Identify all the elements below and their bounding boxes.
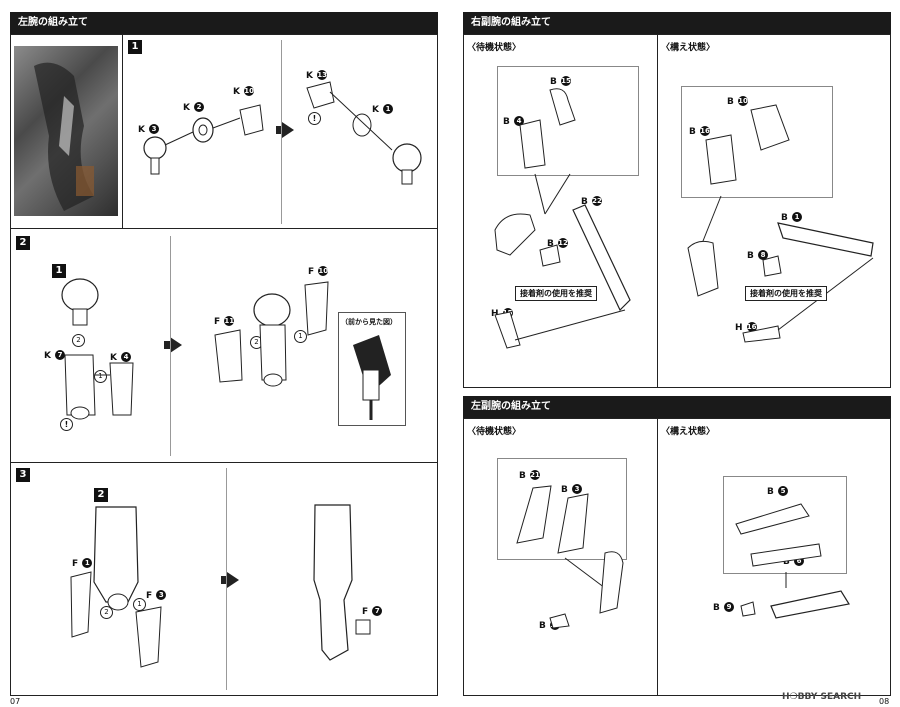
step-arrow	[170, 337, 182, 353]
label-k10: K 10	[233, 86, 255, 97]
label-f3: F 3	[146, 590, 167, 601]
front-view-caption: （前から見た図）	[341, 318, 397, 326]
left-frame	[10, 34, 438, 696]
label-b6: B 6	[783, 556, 804, 567]
lower-ready-assembly-illustration	[740, 590, 850, 619]
label-k13: K 13	[306, 70, 328, 81]
right-page: 右副腕の組み立て 〈待機状態〉 〈構え状態〉 B 15 B 4 B 22 B 1…	[455, 0, 900, 707]
step-2-number: 2	[16, 236, 30, 250]
step-arrow-tail	[164, 341, 170, 349]
label-b22: B 22	[581, 196, 602, 207]
assembly-order-2: 2	[72, 334, 85, 347]
lower-standby-pointer	[564, 557, 606, 589]
label-f10: F 10	[308, 266, 329, 277]
watermark: H❍BBY SEARCH	[782, 692, 862, 702]
upper-standby-assembly-illustration	[494, 204, 631, 349]
label-b8: B 8	[747, 250, 768, 261]
left-section-title: 左腕の組み立て	[10, 12, 438, 34]
label-b3: B 3	[561, 484, 582, 495]
upper-standby-adhesive-note: 接着剤の使用を推奨	[515, 286, 597, 301]
upper-ready-inset-illustration	[705, 104, 790, 185]
label-k3: K 3	[138, 124, 160, 135]
step-3-assembly-illustration	[313, 504, 371, 661]
upper-ready-label: 〈構え状態〉	[661, 43, 716, 53]
upper-standby-label: 〈待機状態〉	[467, 43, 522, 53]
photo-figure-illustration	[34, 62, 94, 212]
label-k2: K 2	[183, 102, 205, 113]
step-arrow	[282, 122, 294, 138]
caution-icon: !	[60, 418, 73, 431]
step-1-parts-illustration	[143, 104, 264, 175]
lower-ready-pointer	[785, 572, 787, 588]
lower-standby-inset-illustration	[516, 485, 589, 554]
label-b1: B 1	[781, 212, 802, 223]
label-b4: B 4	[503, 116, 524, 127]
label-b15: B 15	[550, 76, 571, 87]
assembly-order-1: 1	[133, 598, 146, 611]
right-lower-section-title: 左副腕の組み立て	[463, 396, 891, 418]
divider	[170, 236, 171, 456]
step-arrow	[227, 572, 239, 588]
divider	[122, 34, 123, 228]
divider	[10, 228, 438, 229]
step-3-ref-step: 2	[94, 488, 108, 502]
step-arrow-tail	[221, 576, 227, 584]
front-view-inset: （前から見た図）	[338, 312, 406, 426]
product-photo	[14, 46, 118, 216]
label-k1: K 1	[372, 104, 394, 115]
label-b12: B 12	[547, 238, 568, 249]
front-view-illustration	[353, 335, 391, 420]
upper-ready-adhesive-note: 接着剤の使用を推奨	[745, 286, 827, 301]
lower-ready-inset-illustration	[735, 503, 822, 567]
label-b21: B 21	[519, 470, 540, 481]
step-2-assembly-illustration	[214, 281, 329, 387]
label-f11: F 11	[214, 316, 235, 327]
divider	[657, 418, 658, 696]
step-3-parts-illustration	[70, 506, 162, 668]
lower-standby-label: 〈待機状態〉	[467, 427, 522, 437]
label-f1: F 1	[72, 558, 93, 569]
label-k7: K 7	[44, 350, 66, 361]
step-2-ref-step: 1	[52, 264, 66, 278]
page-number-right: 08	[879, 697, 890, 706]
upper-ready-assembly-illustration	[687, 222, 874, 343]
label-f7: F 7	[362, 606, 383, 617]
caution-icon: !	[308, 112, 321, 125]
right-upper-frame	[463, 34, 891, 388]
upper-standby-inset-illustration	[519, 88, 576, 169]
divider	[281, 40, 282, 224]
upper-standby-pointer	[534, 173, 571, 215]
step-1-number: 1	[128, 40, 142, 54]
divider	[226, 468, 227, 690]
lower-standby-assembly-illustration	[549, 551, 624, 629]
assembly-order-1: 1	[94, 370, 107, 383]
lower-ready-label: 〈構え状態〉	[661, 427, 716, 437]
right-lower-frame	[463, 418, 891, 696]
label-b9: B 9	[713, 602, 734, 613]
divider	[657, 34, 658, 388]
left-page: 左腕の組み立て 1 K 3 K 2 K 10 K 13 K 1 !	[10, 12, 438, 706]
step-2-parts-illustration	[61, 278, 134, 420]
step-1-assembly-illustration	[306, 81, 422, 185]
label-h16: H 16	[735, 322, 757, 333]
assembly-order-2: 2	[100, 606, 113, 619]
divider	[10, 462, 438, 463]
label-b10: B 10	[727, 96, 748, 107]
step-3-number: 3	[16, 468, 30, 482]
label-b5: B 5	[767, 486, 788, 497]
page-number-left: 07	[10, 697, 21, 706]
right-upper-section-title: 右副腕の組み立て	[463, 12, 891, 34]
label-b16: B 16	[689, 126, 710, 137]
assembly-order-1: 1	[294, 330, 307, 343]
step-arrow-tail	[276, 126, 282, 134]
label-k4: K 4	[110, 352, 132, 363]
